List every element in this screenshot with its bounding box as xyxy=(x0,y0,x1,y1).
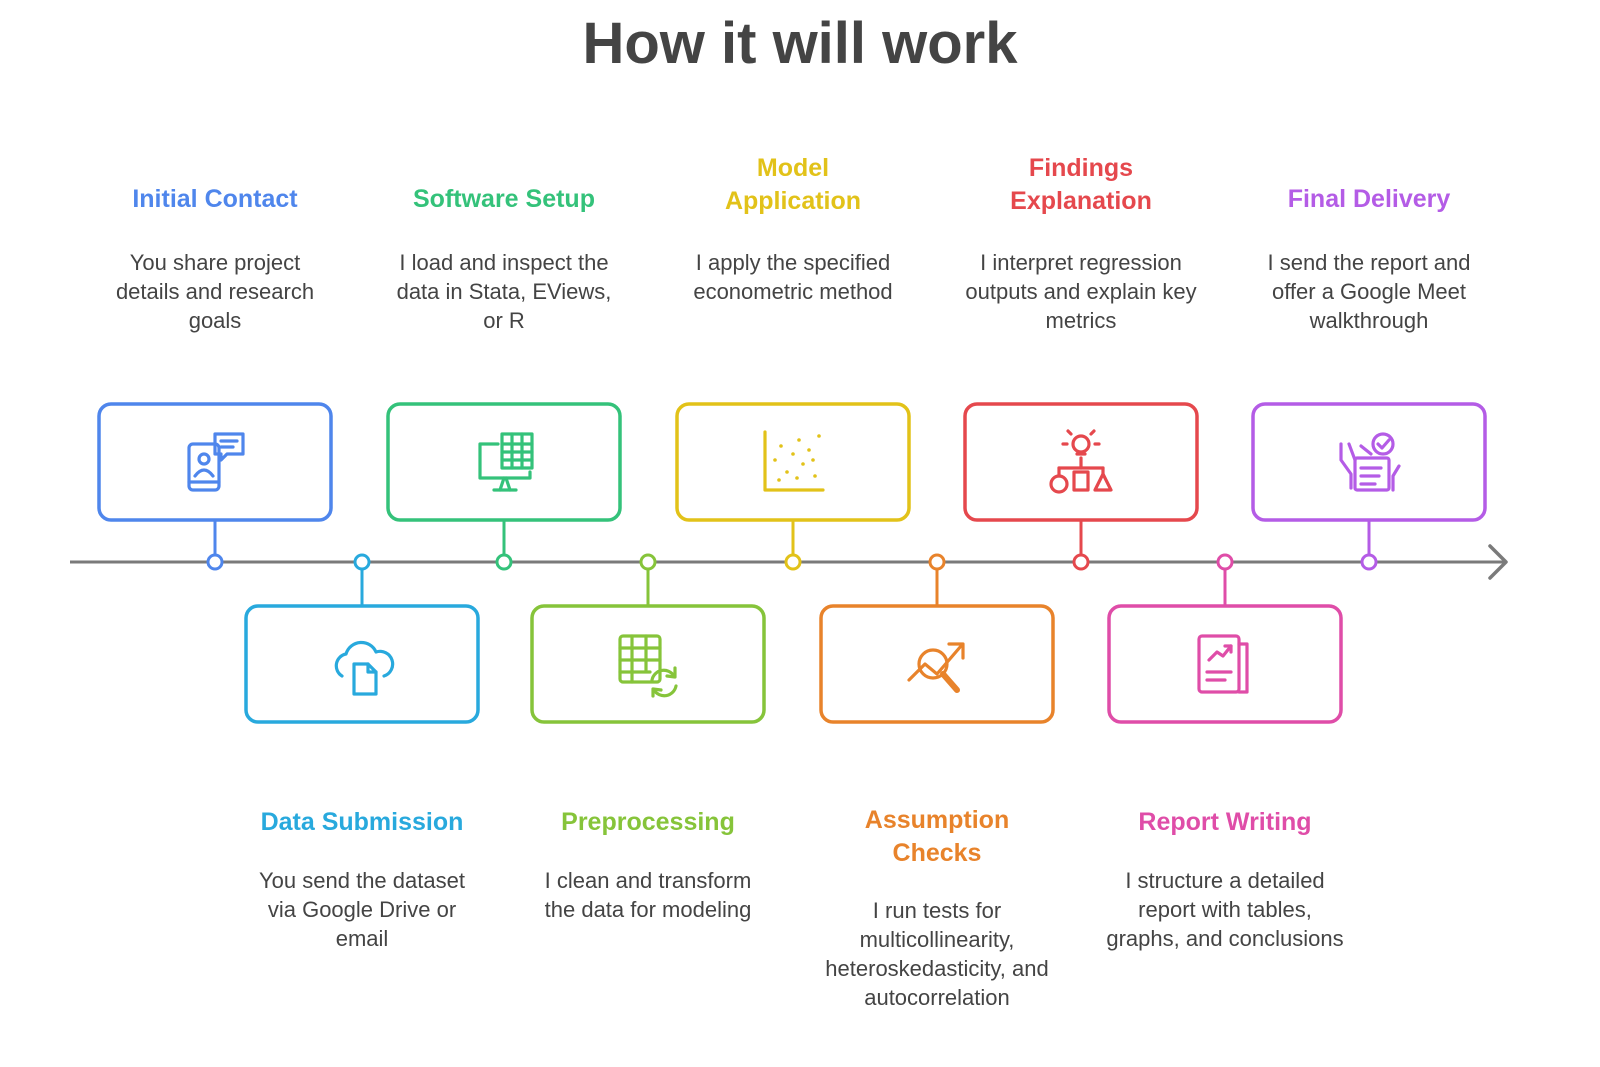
step-description-assumption-checks: I run tests for multicollinearity, heter… xyxy=(825,898,1049,1010)
step-box xyxy=(819,604,1055,724)
step-data-submission xyxy=(244,553,480,724)
step-findings-explanation xyxy=(963,402,1199,571)
page-title: How it will work xyxy=(582,11,1018,76)
step-assumption-checks xyxy=(819,553,1055,724)
step-description-model-application: I apply the specified econometric method xyxy=(693,250,893,304)
step-model-application xyxy=(675,402,911,571)
scatter-plot-icon xyxy=(763,430,825,492)
step-final-delivery xyxy=(1251,402,1487,571)
lightbulb-shapes-icon xyxy=(1049,429,1113,494)
step-title-findings-explanation: Findings Explanation xyxy=(1010,154,1152,215)
step-title-report-writing: Report Writing xyxy=(1138,808,1312,836)
checklist-hand-icon xyxy=(1339,432,1401,492)
table-refresh-icon xyxy=(618,634,678,698)
step-title-final-delivery: Final Delivery xyxy=(1287,185,1451,213)
step-box xyxy=(97,402,333,522)
step-box xyxy=(1251,402,1487,522)
timeline-marker xyxy=(1072,553,1090,571)
step-report-writing xyxy=(1107,553,1343,724)
step-box xyxy=(386,402,622,522)
report-chart-icon xyxy=(1197,634,1249,694)
step-title-preprocessing: Preprocessing xyxy=(561,808,735,836)
timeline-marker xyxy=(928,553,946,571)
step-description-preprocessing: I clean and transform the data for model… xyxy=(544,868,752,922)
magnifier-trend-icon xyxy=(907,642,965,693)
step-description-final-delivery: I send the report and offer a Google Mee… xyxy=(1267,250,1471,333)
step-description-initial-contact: You share project details and research g… xyxy=(115,250,315,333)
step-software-setup xyxy=(386,402,622,571)
step-title-data-submission: Data Submission xyxy=(260,808,464,836)
monitor-spreadsheet-icon xyxy=(478,432,534,492)
step-title-assumption-checks: Assumption Checks xyxy=(864,806,1010,867)
timeline-arrowhead xyxy=(1488,544,1508,580)
step-preprocessing xyxy=(530,553,766,724)
step-box xyxy=(1107,604,1343,724)
timeline-marker xyxy=(206,553,224,571)
step-description-findings-explanation: I interpret regression outputs and expla… xyxy=(965,250,1197,333)
cloud-document-icon xyxy=(334,640,395,696)
timeline-marker xyxy=(495,553,513,571)
timeline-marker xyxy=(353,553,371,571)
timeline-marker xyxy=(1216,553,1234,571)
step-box xyxy=(530,604,766,724)
step-title-software-setup: Software Setup xyxy=(413,185,595,213)
step-initial-contact xyxy=(97,402,333,571)
timeline-marker xyxy=(639,553,657,571)
step-description-data-submission: You send the dataset via Google Drive or… xyxy=(259,868,465,951)
step-title-initial-contact: Initial Contact xyxy=(132,185,298,213)
timeline-marker xyxy=(784,553,802,571)
timeline-marker xyxy=(1360,553,1378,571)
step-title-model-application: Model Application xyxy=(724,154,862,215)
step-description-software-setup: I load and inspect the data in Stata, EV… xyxy=(396,250,612,333)
step-box xyxy=(675,402,911,522)
smartphone-user-chat-icon xyxy=(187,432,245,492)
step-description-report-writing: I structure a detailed report with table… xyxy=(1106,868,1344,951)
